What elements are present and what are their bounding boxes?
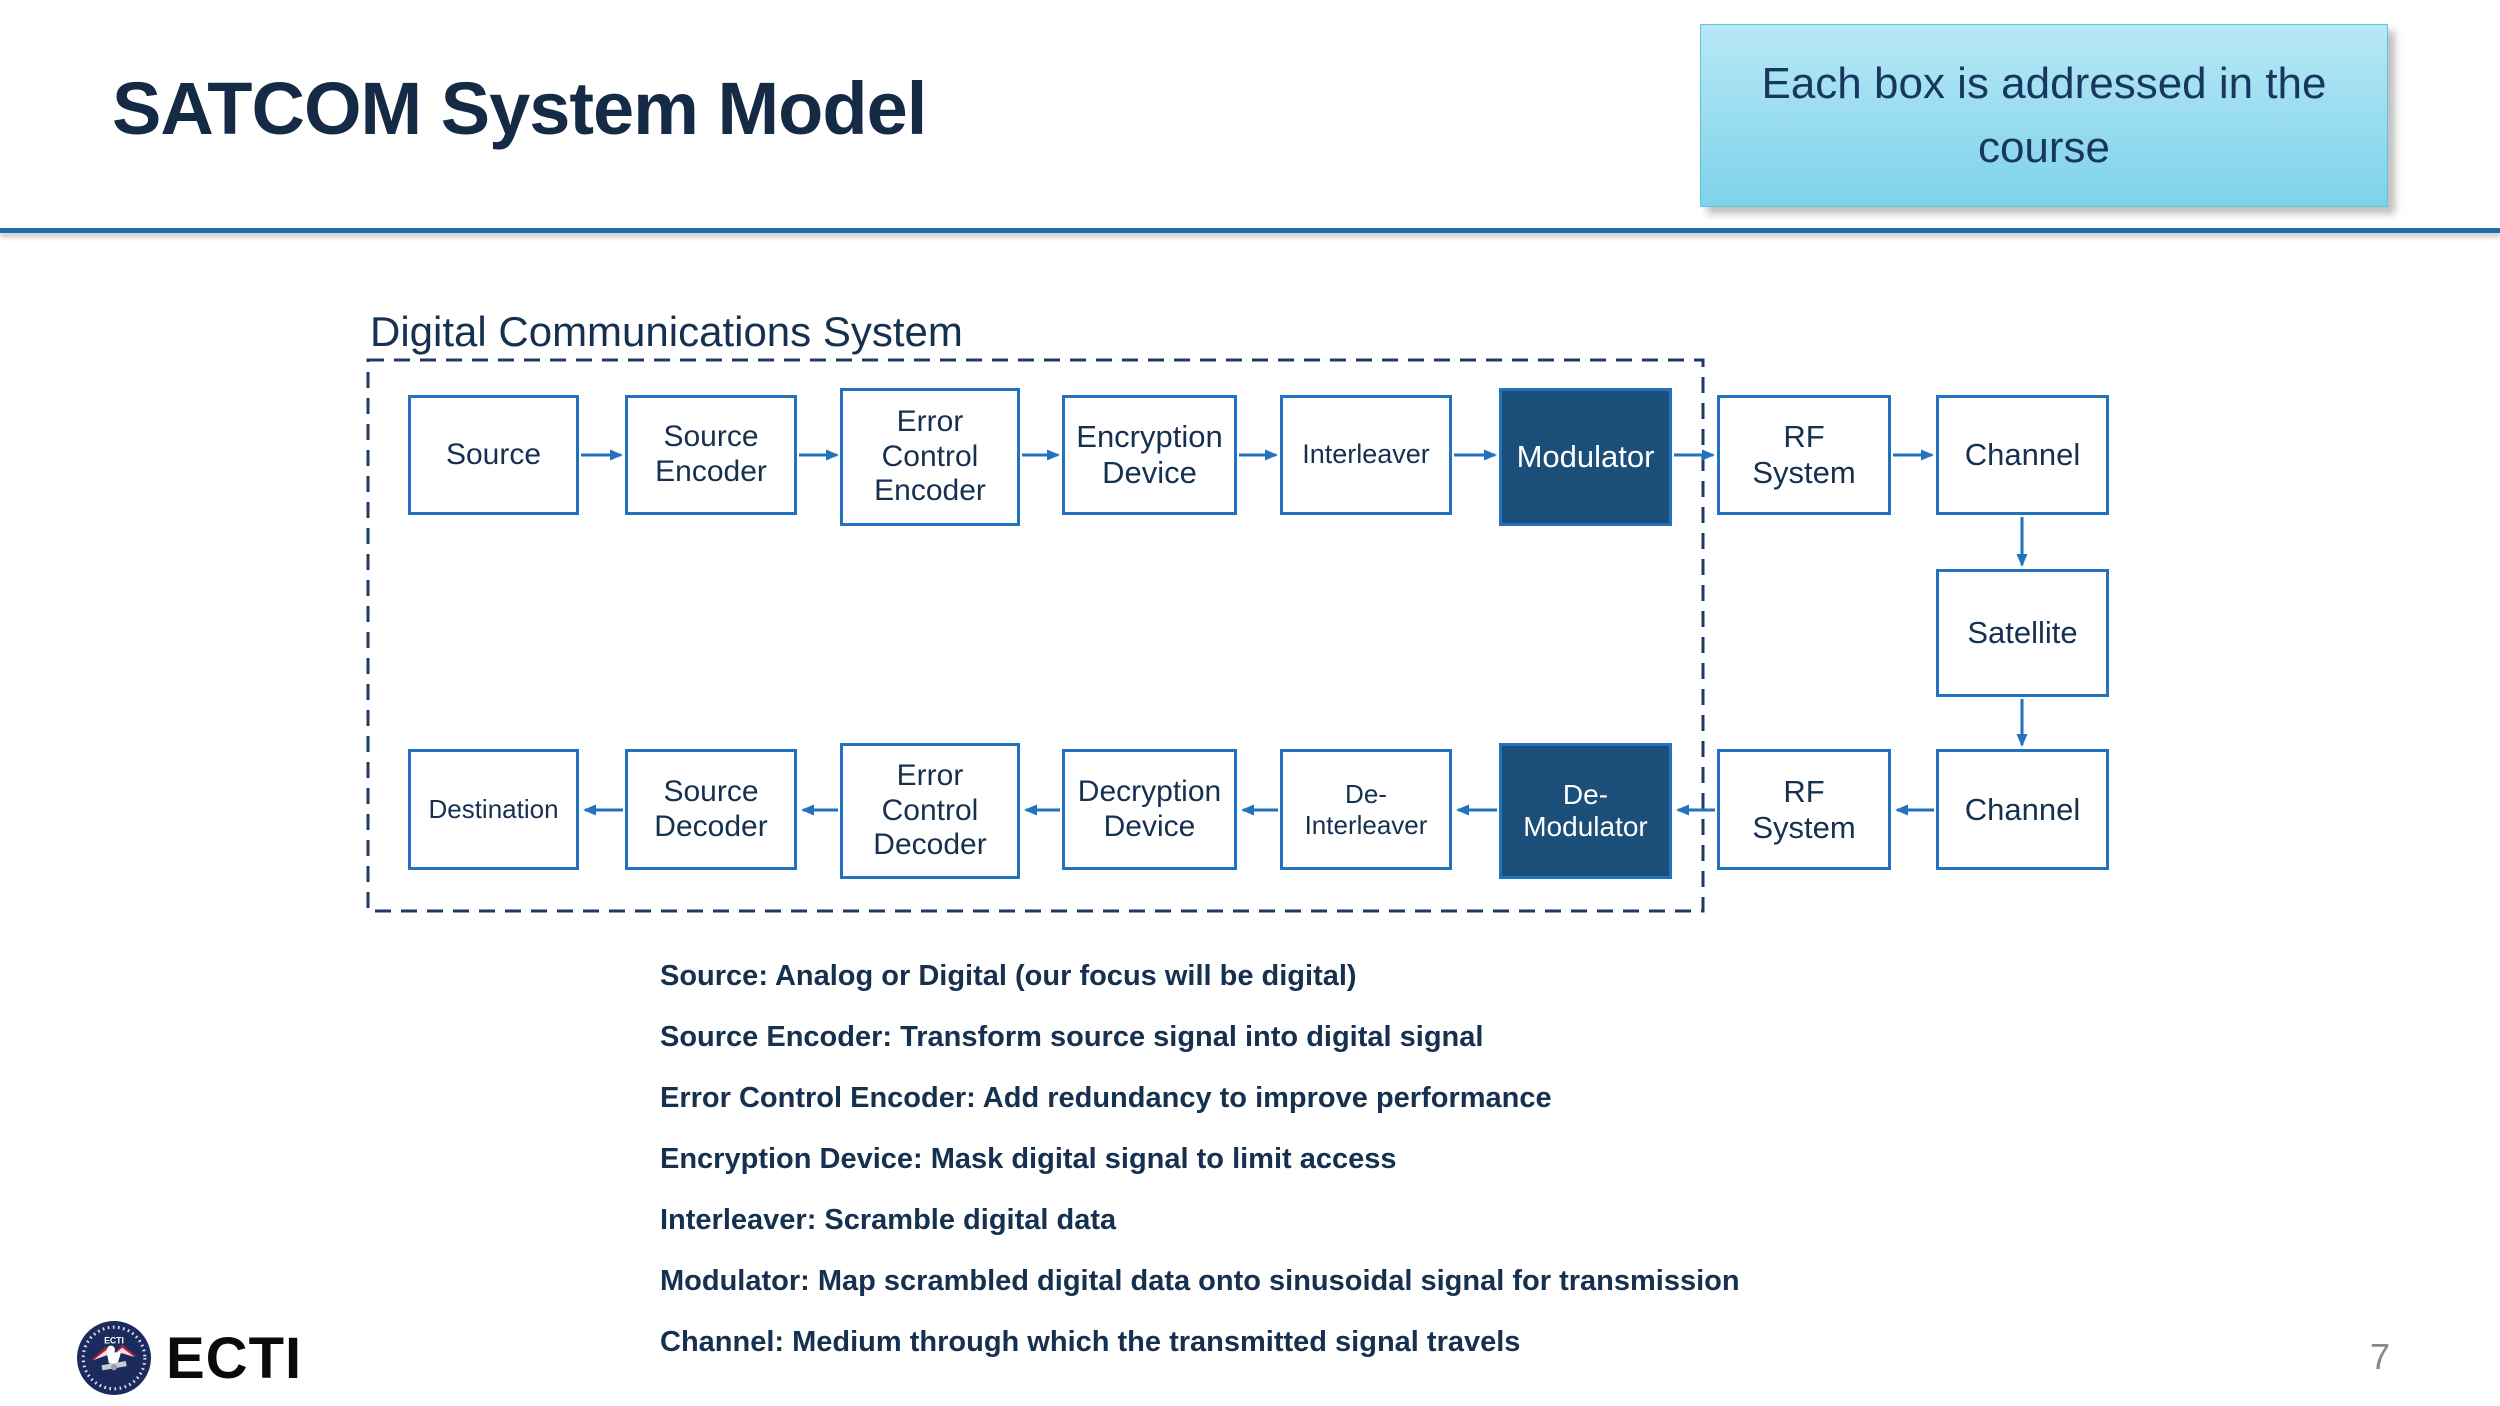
diagram-box-rf-system-bottom: RF System [1717, 749, 1891, 870]
diagram-box-source-decoder: Source Decoder [625, 749, 797, 870]
box-label: Decryption Device [1077, 774, 1222, 843]
diagram-box-de-modulator: De- Modulator [1499, 743, 1672, 879]
diagram-box-channel-bottom: Channel [1936, 749, 2109, 870]
ecti-emblem-icon: ECTI [77, 1321, 151, 1395]
diagram-box-de-interleaver: De- Interleaver [1280, 749, 1452, 870]
diagram-box-error-control-decoder: Error Control Decoder [840, 743, 1020, 879]
diagram-title: Digital Communications System [370, 308, 963, 355]
box-label: De- Modulator [1523, 778, 1648, 842]
box-label: Source Decoder [654, 774, 768, 843]
diagram-box-encryption-device: Encryption Device [1062, 395, 1237, 515]
diagram-box-modulator: Modulator [1499, 388, 1672, 526]
page-number: 7 [2369, 1336, 2391, 1377]
description-line: Encryption Device: Mask digital signal t… [660, 1143, 1397, 1175]
diagram-box-interleaver: Interleaver [1280, 395, 1452, 515]
emblem-text: ECTI [104, 1336, 124, 1346]
description-line: Source: Analog or Digital (our focus wil… [660, 960, 1357, 992]
diagram-box-destination: Destination [408, 749, 579, 870]
description-line: Channel: Medium through which the transm… [660, 1326, 1521, 1358]
box-label: Error Control Decoder [873, 758, 987, 862]
diagram-box-channel-top: Channel [1936, 395, 2109, 515]
title-underline [0, 228, 2500, 233]
logo-text: ECTI [166, 1325, 303, 1391]
diagram-box-source: Source [408, 395, 579, 515]
page-title: SATCOM System Model [112, 67, 927, 150]
block-descriptions: Source: Analog or Digital (our focus wil… [660, 946, 1740, 1373]
box-label: Error Control Encoder [874, 404, 986, 508]
box-label: De- Interleaver [1304, 779, 1428, 840]
box-label: Channel [1964, 791, 2081, 827]
callout-text: Each box is addressed in the course [1761, 58, 2327, 172]
callout-box: Each box is addressed in the course [1700, 24, 2388, 207]
box-label: Source Encoder [655, 420, 767, 488]
box-label: Encryption Device [1076, 419, 1223, 490]
box-label: Interleaver [1302, 439, 1430, 470]
box-label: Modulator [1516, 439, 1655, 475]
diagram-box-error-control-encoder: Error Control Encoder [840, 388, 1020, 526]
diagram-box-decryption-device: Decryption Device [1062, 749, 1237, 870]
box-label: RF System [1752, 773, 1856, 845]
box-label: RF System [1752, 419, 1856, 490]
description-line: Modulator: Map scrambled digital data on… [660, 1265, 1740, 1297]
description-line: Error Control Encoder: Add redundancy to… [660, 1082, 1552, 1114]
description-line: Interleaver: Scramble digital data [660, 1204, 1117, 1236]
description-line: Source Encoder: Transform source signal … [660, 1021, 1484, 1053]
diagram-box-satellite: Satellite [1936, 569, 2109, 697]
box-label: Satellite [1967, 615, 2078, 651]
diagram-box-rf-system-top: RF System [1717, 395, 1891, 515]
ecti-logo: ECTI ECTI [76, 1320, 302, 1396]
diagram-box-source-encoder: Source Encoder [625, 395, 797, 515]
box-label: Channel [1964, 437, 2081, 473]
box-label: Destination [428, 794, 559, 825]
box-label: Source [445, 437, 542, 471]
